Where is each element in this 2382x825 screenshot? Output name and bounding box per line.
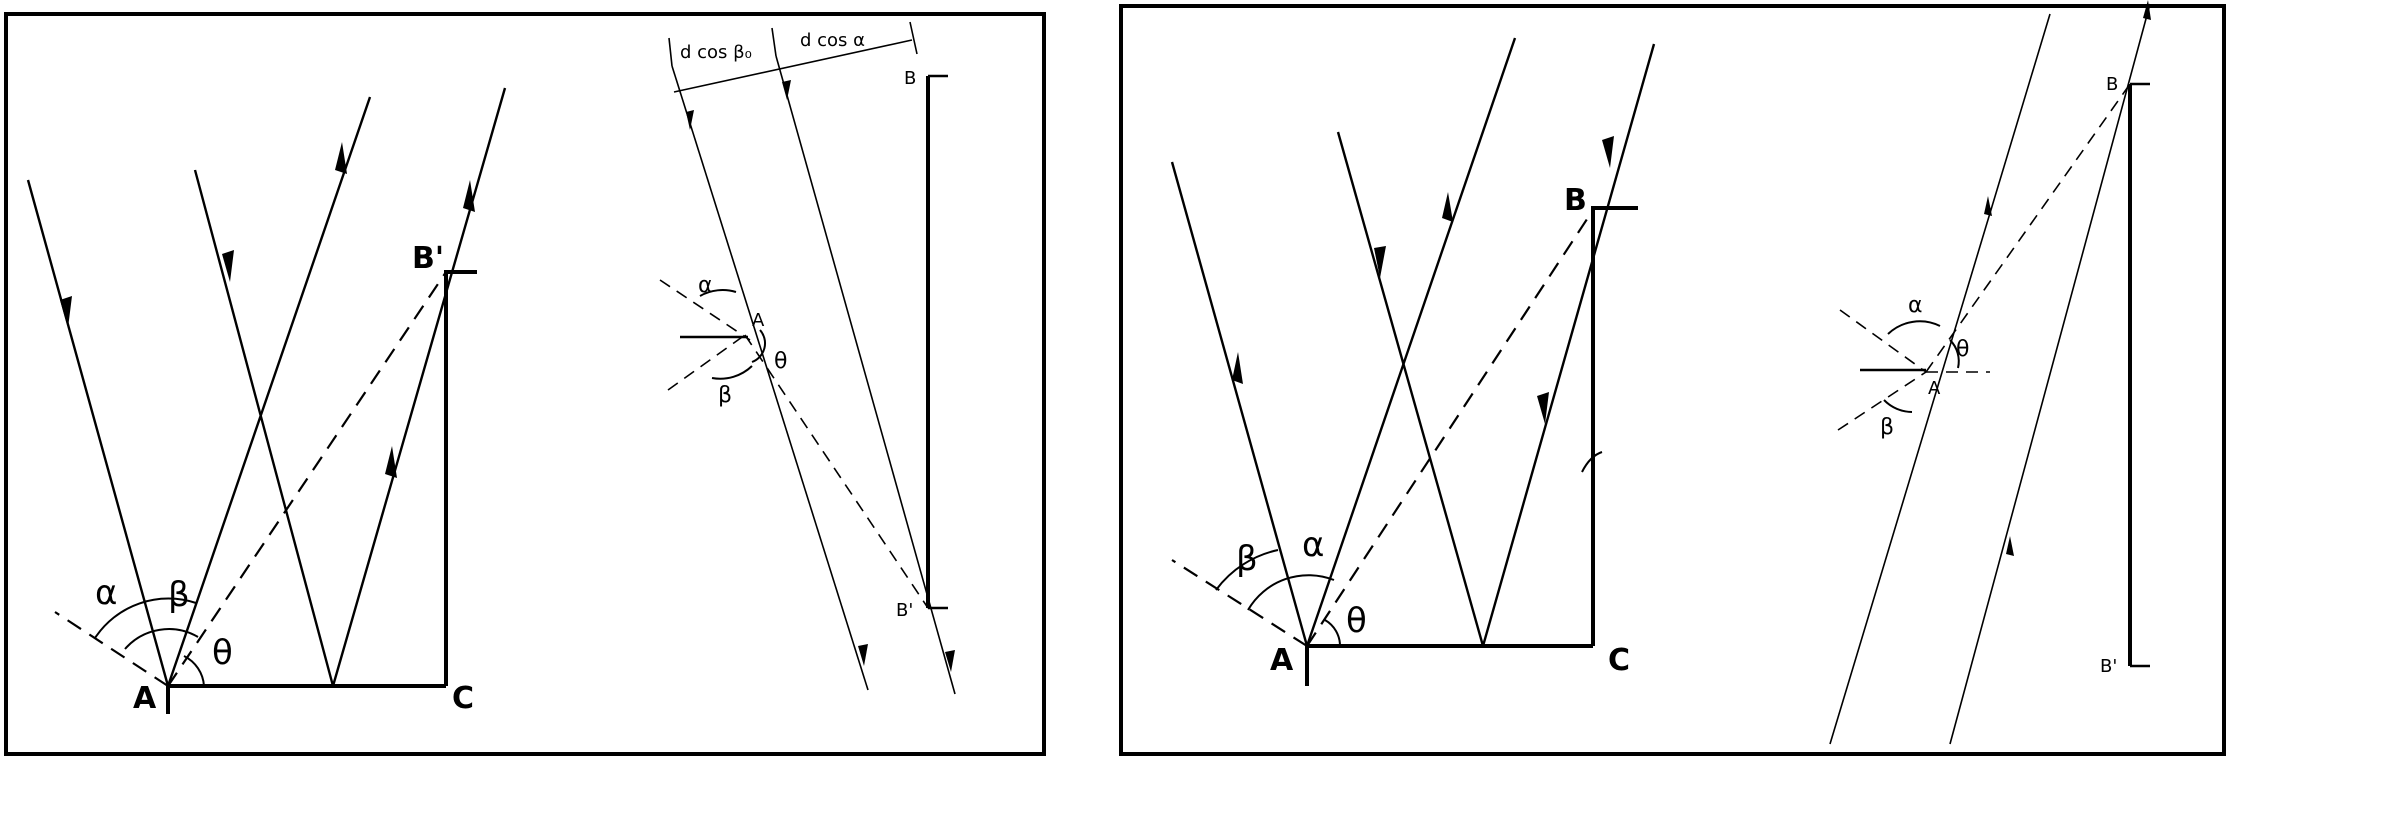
dim-tick: [909, 21, 918, 55]
angle-arc-beta: [1883, 399, 1913, 413]
label-A: A: [752, 310, 765, 331]
label-C: C: [1608, 643, 1630, 678]
arrow-down-icon: [858, 644, 868, 666]
label-A: A: [1928, 378, 1941, 399]
label-A: A: [133, 681, 157, 716]
label-C: C: [452, 681, 474, 716]
dashed-line-AB-prime: [744, 334, 929, 609]
arrow-up-icon: [1232, 352, 1243, 384]
ray-through-A: [671, 65, 869, 691]
ray-through-B: [1949, 3, 2151, 745]
dim-tick: [771, 27, 777, 57]
label-d-cos-beta0: d cos β₀: [680, 42, 752, 63]
ray-4: [1481, 43, 1656, 647]
label-theta: θ: [1346, 601, 1367, 641]
dashed-normal: [54, 611, 169, 687]
arrow-up-icon: [385, 446, 397, 478]
arrow-down-icon: [1537, 392, 1549, 424]
label-B: B: [2106, 74, 2118, 95]
arrow-up-icon: [463, 180, 475, 212]
label-B-prime: B': [2100, 656, 2117, 677]
label-alpha: α: [1908, 293, 1923, 318]
diagram-d: B B' A α θ β: [1829, 0, 2151, 745]
arrow-down-icon: [222, 250, 234, 282]
diagram-c: A B C α β θ: [1170, 37, 1656, 686]
label-theta: θ: [774, 349, 787, 374]
arrow-down-icon: [1602, 136, 1614, 168]
arrow-up-icon: [2143, 0, 2151, 20]
angle-arc-theta: [751, 329, 767, 363]
label-B: B: [1564, 183, 1587, 218]
small-mark: [1581, 451, 1603, 473]
angle-arc-beta: [124, 628, 199, 650]
angle-arc-beta: [1215, 549, 1279, 591]
label-beta: β: [1236, 539, 1258, 579]
label-A: A: [1270, 643, 1294, 678]
arrow-down-icon: [1442, 192, 1453, 222]
angle-arc-alpha: [699, 289, 737, 297]
dashed-normal: [1171, 559, 1308, 647]
angle-arc-theta: [1324, 619, 1342, 647]
ray-2: [1305, 37, 1517, 647]
arrow-down-icon: [2006, 536, 2014, 556]
dim-tick: [668, 37, 673, 67]
arrow-down-icon: [782, 80, 791, 100]
angle-arc-alpha: [1887, 320, 1941, 335]
label-alpha: α: [95, 573, 117, 613]
figure-panel-left: [4, 12, 1046, 756]
label-alpha: α: [1302, 525, 1324, 565]
angle-arc-theta: [183, 655, 205, 687]
dashed-line: [1837, 371, 1927, 431]
diagram-b: d cos β₀ d cos α B B' A α θ β: [659, 21, 956, 695]
dashed-line: [667, 334, 746, 391]
reflected-ray-1: [166, 96, 372, 687]
label-B-prime: B': [412, 241, 444, 276]
angle-arc-alpha: [1247, 574, 1335, 611]
reflected-ray-2: [331, 87, 507, 687]
dashed-line-AB: [167, 271, 447, 687]
dimension-line: [673, 39, 913, 93]
dashed-line-AB: [1925, 83, 2131, 373]
ray-through-B-prime: [775, 55, 956, 695]
arrow-down-icon: [945, 650, 955, 672]
arrow-up-icon: [1374, 246, 1386, 278]
ray-1: [1170, 161, 1309, 647]
incident-ray-2: [193, 169, 335, 687]
dashed-normal: [659, 279, 751, 341]
arrow-up-icon: [335, 142, 347, 174]
label-theta: θ: [212, 633, 233, 673]
angle-arc-theta: [1949, 339, 1960, 369]
label-beta: β: [1880, 415, 1894, 440]
label-d-cos-alpha: d cos α: [800, 30, 865, 51]
diagram-a: A B' C α β θ: [26, 87, 507, 716]
ray-through-A: [1829, 13, 2051, 745]
angle-arc-beta: [711, 365, 753, 380]
arrow-down-icon: [1984, 196, 1992, 216]
label-theta: θ: [1956, 337, 1969, 362]
angle-arc-alpha: [94, 597, 197, 639]
label-B: B: [904, 68, 916, 89]
label-beta: β: [718, 383, 732, 408]
arrow-down-icon: [60, 296, 72, 328]
label-alpha: α: [698, 273, 713, 298]
dashed-line-AB: [1306, 209, 1594, 647]
label-B-prime: B': [896, 600, 913, 621]
dashed-normal: [1839, 309, 1927, 373]
arrow-down-icon: [686, 110, 694, 130]
label-beta: β: [168, 575, 190, 615]
ray-3: [1336, 131, 1485, 647]
